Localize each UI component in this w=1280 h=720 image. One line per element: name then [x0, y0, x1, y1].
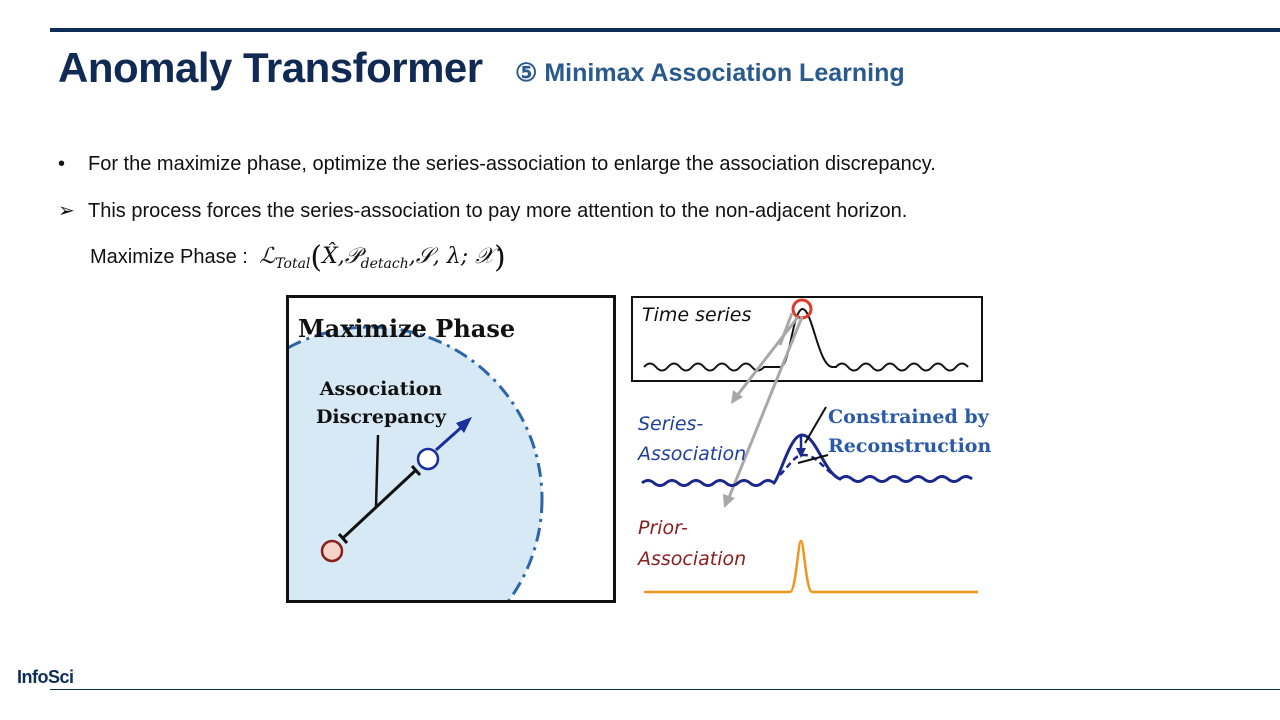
formula-math: ℒTotal(X̂,𝒫detach,𝒮, λ; 𝒳) [259, 240, 505, 275]
maximize-phase-formula: Maximize Phase : ℒTotal(X̂,𝒫detach,𝒮, λ;… [90, 240, 506, 275]
formula-rest: ,𝒮, λ; 𝒳 [408, 244, 495, 269]
discrepancy-segment [341, 468, 418, 540]
formula-open-paren: ( [310, 240, 323, 275]
panel-border [286, 295, 616, 603]
bullet-item-2: ➢ This process forces the series-associat… [58, 198, 907, 223]
bottom-rule [50, 689, 1280, 690]
segment-end-tick [337, 533, 349, 544]
discrepancy-circle [288, 325, 544, 601]
time-series-label: Time series [642, 304, 751, 326]
prior-association-line [644, 539, 978, 594]
attention-arrow-line [778, 312, 794, 346]
formula-comma: , [337, 244, 345, 269]
bullet-text: For the maximize phase, optimize the ser… [88, 153, 936, 175]
enlarge-arrow-head [456, 417, 472, 433]
bullet-text: This process forces the series-associati… [88, 200, 908, 222]
prior-point-circle [320, 539, 344, 563]
page-subtitle: ⑤ Minimax Association Learning [515, 59, 905, 87]
constrained-pointer-line [797, 454, 829, 464]
discrepancy-label-line2: Discrepancy [316, 406, 447, 428]
series-association-label-line1: Series- [638, 413, 703, 435]
attention-arrow-line [726, 316, 804, 501]
bullet-item-1: • For the maximize phase, optimize the se… [58, 153, 936, 176]
segment-end-tick [410, 465, 422, 476]
enlarge-arrow-line [435, 423, 465, 452]
arrow-bullet-icon: ➢ [58, 200, 75, 222]
bullet-marker: • [58, 153, 66, 175]
label-pointer-line [374, 434, 380, 508]
constrained-dashed-curve [779, 453, 835, 477]
maximize-phase-figure: Maximize Phase Association Discrepancy [286, 295, 616, 603]
formula-p-symbol: 𝒫 [344, 244, 361, 269]
formula-sub-detach: detach [360, 256, 409, 272]
top-rule [50, 28, 1280, 32]
formula-x-hat: X̂ [322, 244, 338, 269]
time-series-line [643, 308, 969, 372]
infosci-logo: InfoSci [17, 667, 74, 687]
attention-arrow-head [731, 390, 743, 404]
time-series-box [631, 296, 983, 382]
attention-arrow-head [723, 494, 735, 508]
page-title: Anomaly Transformer [58, 44, 483, 91]
prior-association-label-line1: Prior- [638, 517, 688, 539]
series-point-circle [416, 447, 440, 471]
panel-title: Maximize Phase [298, 314, 515, 343]
formula-label: Maximize Phase : [90, 246, 248, 268]
discrepancy-label-line1: Association [319, 378, 443, 400]
constrained-label-line2: Reconstruction [828, 435, 991, 457]
association-figure: Time series Series- Association Constrai… [631, 296, 991, 594]
series-association-label-line2: Association [636, 443, 746, 465]
formula-loss-symbol: ℒ [259, 244, 276, 269]
constrained-pointer-line [804, 406, 827, 444]
formula-close-paren: ) [494, 240, 506, 275]
attention-arrow-line [734, 316, 800, 398]
constrained-label-line1: Constrained by [828, 406, 990, 428]
formula-sub-total: Total [275, 256, 311, 272]
prior-association-label-line2: Association [636, 548, 746, 570]
constraint-arrow-head [796, 448, 806, 458]
